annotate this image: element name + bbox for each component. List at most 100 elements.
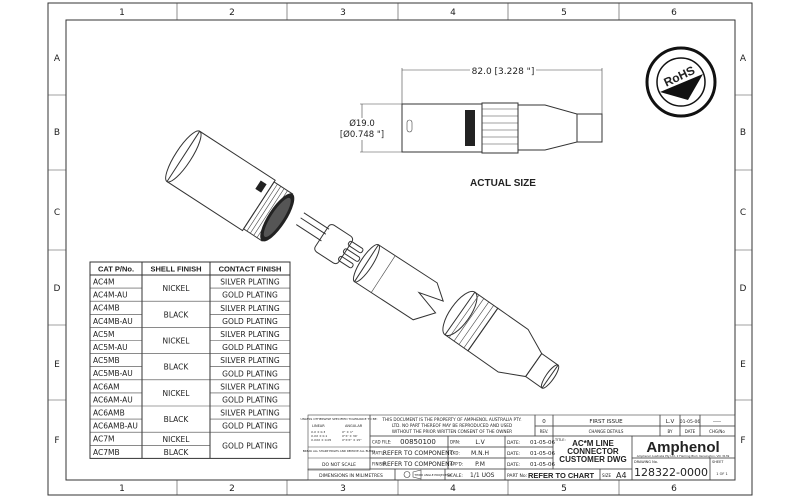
contact-finish-cell: GOLD PLATING: [222, 395, 278, 404]
title-block-text: L.V: [475, 439, 485, 446]
title-block-text: DO NOT SCALE: [322, 462, 356, 468]
table-border: [89, 261, 291, 459]
title-block-text: WITHOUT THE PRIOR WRITTEN CONSENT OF THE…: [392, 429, 512, 434]
part-number-cell: AC5MB: [93, 356, 120, 365]
zone-row-label: B: [740, 128, 746, 138]
title-block-text: THIS DOCUMENT IS THE PROPERTY OF AMPHENO…: [381, 417, 521, 422]
shell-finish-cell: NICKEL: [163, 389, 191, 398]
part-number-cell: AC5M-AU: [93, 343, 128, 352]
title-block-text: 0: [542, 419, 546, 425]
zone-column-label: 3: [340, 484, 346, 494]
title-block-text: DATE:: [507, 440, 520, 446]
zone-row-label: A: [740, 54, 747, 64]
actual-size-caption: ACTUAL SIZE: [470, 178, 536, 189]
title-block-text: DRN:: [450, 440, 460, 445]
title-block-text: REFER TO CHART: [528, 471, 595, 480]
zone-column-label: 1: [119, 8, 125, 18]
zone-row-label: A: [54, 54, 61, 64]
title-block-text: A4: [616, 471, 627, 480]
zone-row-label: D: [54, 284, 61, 294]
title-block-text: SHEET: [712, 460, 724, 464]
diameter-dimension-in: [Ø0.748 "]: [340, 129, 384, 140]
title-block-text: 01-05-06: [680, 419, 701, 425]
title-block-text: X°X'X" ± 15": [342, 438, 362, 442]
length-dimension: 82.0 [3.228 "]: [472, 67, 535, 77]
title-block-text: DATE: [685, 429, 696, 434]
title-block-text: AC*M LINE: [572, 439, 614, 448]
rohs-compliance-seal: RoHS: [645, 46, 717, 118]
part-number-cell: AC4MB-AU: [93, 317, 133, 326]
title-block-text: L.V: [666, 419, 675, 425]
title-block-text: X°X' ± 30': [342, 434, 358, 438]
title-block-text: CHANGE DETAILS: [589, 429, 624, 434]
zone-column-label: 2: [229, 484, 235, 494]
part-number-cell: AC6AM-AU: [93, 395, 133, 404]
zone-column-label: 1: [119, 484, 125, 494]
title-block-text: Amphenol Australia Pty Ltd, 2 Fleming Bl…: [637, 454, 730, 458]
title-block-text: LTD. NO PART THEREOF MAY BE REPRODUCED A…: [392, 423, 512, 428]
title-block-text: CUSTOMER DWG: [559, 455, 626, 464]
contact-finish-cell: SILVER PLATING: [220, 382, 280, 391]
title-block-text: SIZE: [602, 473, 611, 478]
title-block-text: LINEAR: [312, 424, 325, 428]
shell-finish-cell: NICKEL: [163, 284, 191, 293]
title-block-text: BREAK ALL SHARP EDGES AND REMOVE ALL BUR…: [303, 449, 376, 453]
part-number-cell: AC4M: [93, 278, 114, 287]
zone-column-label: 4: [450, 8, 456, 18]
title-block-text: CONNECTOR: [567, 447, 619, 456]
contact-finish-cell: SILVER PLATING: [220, 409, 280, 418]
title-block-text: BY: [668, 429, 674, 434]
contact-finish-cell: GOLD PLATING: [222, 317, 278, 326]
title-block-text: PART No:: [507, 473, 527, 479]
projection-symbol-icon: [403, 471, 411, 478]
zone-row-label: E: [54, 360, 60, 370]
title-block-text: UNLESS OTHERWISE SPECIFIED TOLERANCE TO …: [300, 417, 377, 421]
housing-part: [165, 130, 295, 242]
part-number-cell: AC5MB-AU: [93, 369, 133, 378]
title-block-text: 1/1 UOS: [470, 472, 495, 479]
part-number-cell: AC7M: [93, 435, 114, 444]
part-number-cell: AC4MB: [93, 304, 120, 313]
contact-finish-cell: GOLD PLATING: [222, 441, 278, 450]
title-block-text: REFER TO COMPONENT: [383, 461, 454, 468]
shell-finish-cell: NICKEL: [163, 435, 191, 444]
contact-finish-cell: GOLD PLATING: [222, 343, 278, 352]
title-block-text: THIRD ANGLE PROJECTION: [413, 473, 451, 477]
title-block-text: FIRST ISSUE: [589, 419, 623, 425]
title-block-text: CAD FILE:: [372, 440, 391, 445]
title-block-text: X° ± 1°: [342, 430, 354, 434]
zone-column-label: 5: [561, 484, 567, 494]
zone-column-label: 5: [561, 8, 567, 18]
boot-part: [442, 290, 560, 389]
contact-finish-cell: SILVER PLATING: [220, 304, 280, 313]
shell-finish-cell: BLACK: [164, 415, 190, 424]
title-block-text: MAT'L:: [372, 451, 385, 456]
zone-column-label: 3: [340, 8, 346, 18]
part-number-cell: AC6AMB: [93, 409, 125, 418]
zone-column-label: 4: [450, 484, 456, 494]
title-block-text: DATE:: [507, 451, 520, 457]
outer-border: [47, 2, 753, 496]
title-block-text: DATE:: [507, 462, 520, 468]
contact-finish-cell: GOLD PLATING: [222, 369, 278, 378]
contact-insert-part: [296, 212, 364, 269]
projection-symbol-icon: [412, 469, 422, 480]
title-block-text: X.X ± 0.3: [311, 430, 325, 434]
cable-clamp-part: [352, 243, 444, 321]
contact-finish-cell: SILVER PLATING: [220, 330, 280, 339]
zone-row-label: E: [740, 360, 746, 370]
exploded-view: [165, 130, 560, 389]
title-block-text: X.XX ± 0.1: [311, 434, 327, 438]
table-header: CAT P/No.: [98, 265, 134, 274]
title-block-text: FINISH:: [372, 462, 387, 467]
part-number-cell: AC5M: [93, 330, 114, 339]
title-block-text: DIMENSIONS IN MILIMETRES: [319, 473, 383, 479]
sheet-cell: [709, 457, 736, 481]
title-block-text: 00850100: [400, 438, 436, 446]
part-number-cell: AC7MB: [93, 448, 120, 457]
title-block-text: REV.: [540, 429, 549, 434]
title-block-text: P.M: [475, 461, 485, 468]
table-header: SHELL FINISH: [150, 265, 201, 274]
